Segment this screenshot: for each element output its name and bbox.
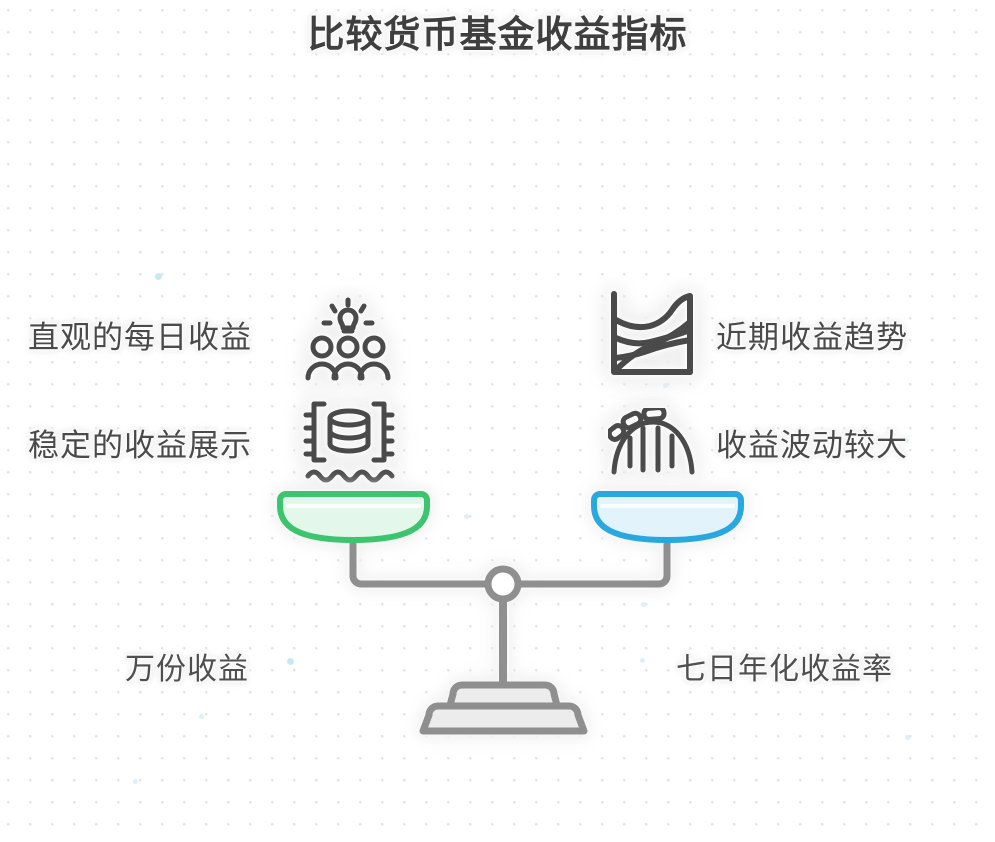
left-pan-label: 万份收益 bbox=[125, 653, 249, 686]
accent-dot bbox=[905, 735, 910, 740]
accent-dot bbox=[641, 602, 646, 607]
scale-base-lower bbox=[419, 702, 588, 735]
right-feature-label-2: 收益波动较大 bbox=[716, 428, 908, 463]
accent-dot bbox=[663, 383, 668, 388]
left-pan bbox=[277, 491, 430, 543]
area-chart-icon bbox=[602, 288, 698, 384]
accent-dot bbox=[640, 658, 645, 663]
right-pan-label: 七日年化收益率 bbox=[676, 653, 893, 686]
team-idea-icon bbox=[300, 292, 396, 388]
right-feature-label-1: 近期收益趋势 bbox=[716, 320, 908, 355]
accent-dot bbox=[133, 779, 138, 784]
balance-scale bbox=[240, 490, 780, 750]
database-stable-icon bbox=[302, 398, 396, 486]
accent-dot bbox=[904, 438, 909, 443]
accent-dot bbox=[199, 714, 204, 719]
left-feature-label-2: 稳定的收益展示 bbox=[28, 428, 252, 463]
accent-dot bbox=[155, 273, 162, 280]
scale-fulcrum bbox=[484, 565, 522, 603]
page-title: 比较货币基金收益指标 bbox=[307, 14, 688, 55]
accent-dot bbox=[310, 337, 315, 342]
roller-coaster-icon bbox=[608, 408, 698, 476]
left-feature-label-1: 直观的每日收益 bbox=[28, 320, 252, 355]
accent-dot bbox=[464, 514, 469, 519]
accent-dot bbox=[287, 658, 294, 665]
accent-dot bbox=[332, 425, 337, 430]
right-pan bbox=[591, 491, 744, 543]
